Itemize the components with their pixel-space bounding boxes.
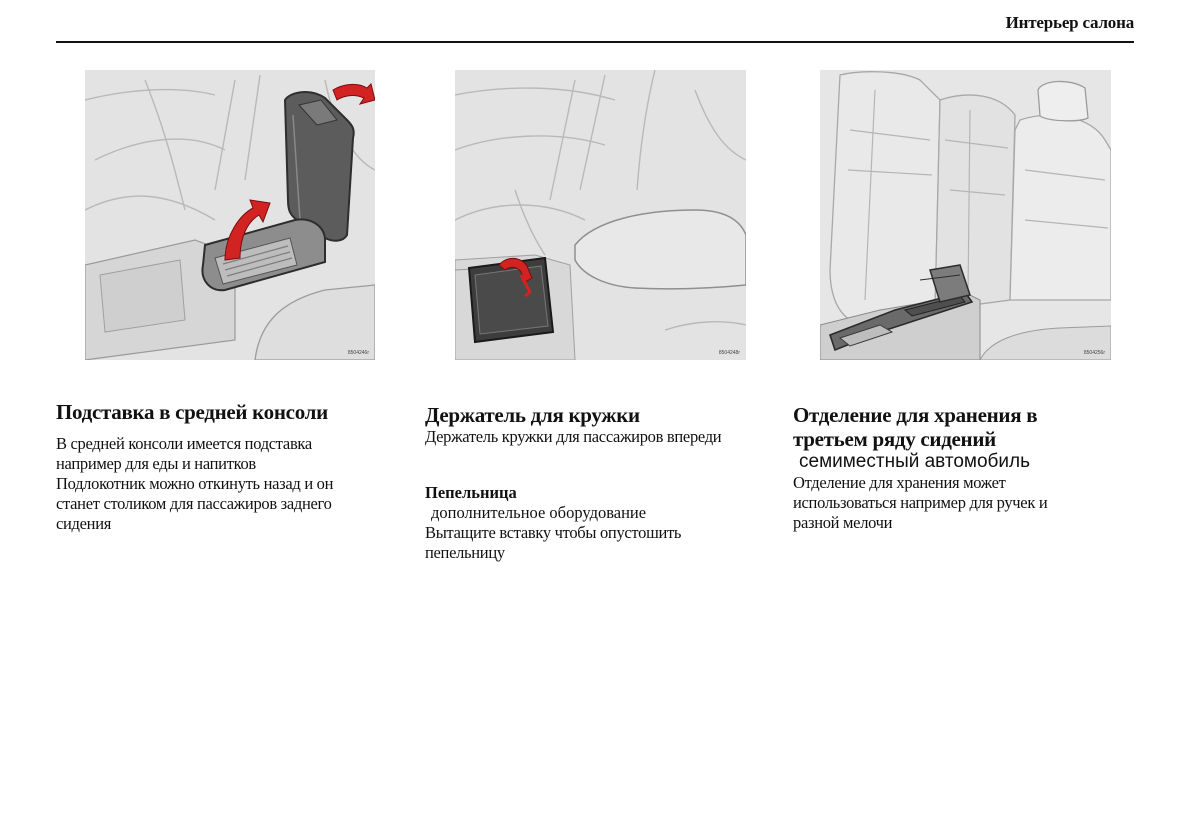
section-body: Держатель кружки для пассажиров впереди xyxy=(425,427,722,446)
body-line: пепельницу xyxy=(425,543,505,562)
third-row-storage-illustration: 8504256r xyxy=(820,70,1111,360)
cupholder-ashtray-illustration: 8504248r xyxy=(455,70,746,360)
section-body: Отделение для хранения может использоват… xyxy=(793,473,1138,533)
figure-code: 8504248r xyxy=(718,350,740,356)
body-line: сидения xyxy=(56,514,112,533)
section-body: В средней консоли имеется подставка напр… xyxy=(56,434,401,534)
section-heading: Подставка в средней консоли xyxy=(56,400,328,424)
subsection-body: Вытащите вставку чтобы опустошить пепель… xyxy=(425,523,770,563)
option-note: дополнительное оборудование xyxy=(431,503,647,522)
figure-code: 8504246r xyxy=(347,350,369,356)
body-line: станет столиком для пассажиров заднего xyxy=(56,494,332,513)
section-heading: Держатель для кружки xyxy=(425,403,640,427)
header-rule xyxy=(56,41,1134,43)
body-line: разной мелочи xyxy=(793,513,893,532)
section-storage: Отделение для хранения в третьем ряду си… xyxy=(793,403,1138,533)
figure-code: 8504256r xyxy=(1083,350,1105,356)
section-console-tray: Подставка в средней консоли В средней ко… xyxy=(56,400,401,534)
section-cupholder: Держатель для кружки Держатель кружки дл… xyxy=(425,403,770,563)
heading-line: Отделение для хранения в xyxy=(793,403,1038,427)
body-line: Вытащите вставку чтобы опустошить xyxy=(425,523,682,542)
body-line: использоваться например для ручек и xyxy=(793,493,1048,512)
body-line: Подлокотник можно откинуть назад и он xyxy=(56,474,334,493)
subsection-heading: Пепельница xyxy=(425,483,517,502)
page-title: Интерьер салона xyxy=(1005,13,1135,32)
body-line: Отделение для хранения может xyxy=(793,473,1006,492)
body-line: например для еды и напитков xyxy=(56,454,256,473)
option-note: семиместный автомобиль xyxy=(799,451,1031,472)
body-line: В средней консоли имеется подставка xyxy=(56,434,312,453)
heading-line: третьем ряду сидений xyxy=(793,427,996,451)
console-tray-illustration: 8504246r xyxy=(85,70,375,360)
section-heading: Отделение для хранения в третьем ряду си… xyxy=(793,403,1138,451)
